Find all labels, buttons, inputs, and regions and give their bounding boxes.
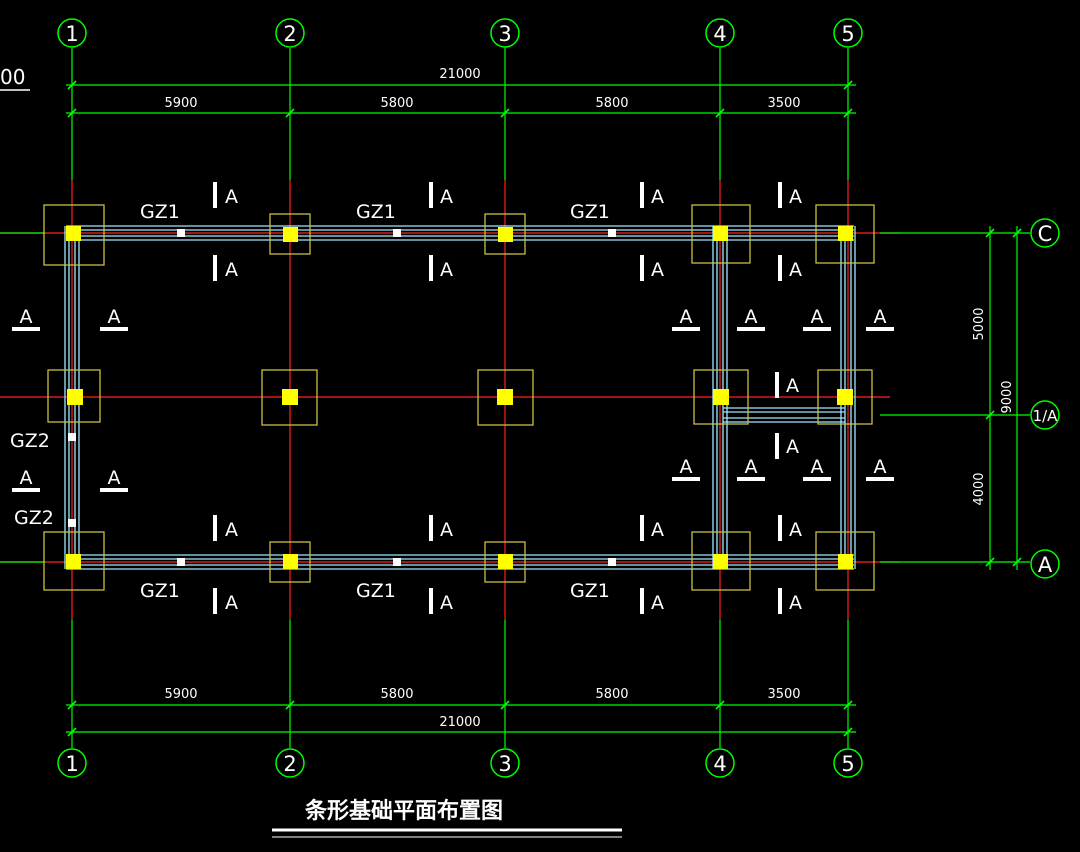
section-a-h6: A	[874, 306, 887, 328]
axis-label-3-top: 3	[498, 22, 511, 46]
gz1-label-bottom-2: GZ1	[356, 580, 396, 602]
section-a-h11: A	[811, 456, 824, 478]
gz1-label-top-3: GZ1	[570, 201, 610, 223]
section-a-v1: A	[225, 186, 238, 208]
gz1-label-top-2: GZ1	[356, 201, 396, 223]
section-a-h8: A	[108, 467, 121, 489]
section-a-v2: A	[440, 186, 453, 208]
dim-top-seg-3: 5800	[595, 96, 628, 111]
dim-right-total: 9000	[1000, 380, 1015, 413]
section-a-v18: A	[789, 592, 802, 614]
section-a-v11: A	[225, 519, 238, 541]
gz-columns	[68, 229, 616, 566]
section-a-v14: A	[789, 519, 802, 541]
section-a-v5: A	[225, 259, 238, 281]
dim-top-seg-2: 5800	[380, 96, 413, 111]
dimension-ticks	[67, 80, 1022, 737]
axis-label-5-top: 5	[841, 22, 854, 46]
axis-label-1-bottom: 1	[65, 752, 78, 776]
section-a-h1: A	[20, 306, 33, 328]
gz-labels: GZ1 GZ1 GZ1 GZ1 GZ1 GZ1 GZ2 GZ2	[10, 201, 610, 602]
section-a-h12: A	[874, 456, 887, 478]
gz1-label-bottom-1: GZ1	[140, 580, 180, 602]
section-a-h5: A	[811, 306, 824, 328]
gz1-label-bottom-3: GZ1	[570, 580, 610, 602]
dim-bottom-seg-4: 3500	[767, 687, 800, 702]
section-marks-horizontal: A A A A A A A A A A A A	[12, 306, 894, 492]
section-a-v13: A	[651, 519, 664, 541]
axis-label-5-bottom: 5	[841, 752, 854, 776]
axis-label-a: A	[1038, 553, 1053, 577]
section-a-v7: A	[651, 259, 664, 281]
section-a-h2: A	[108, 306, 121, 328]
section-a-v6: A	[440, 259, 453, 281]
axis-label-3-bottom: 3	[498, 752, 511, 776]
axis-label-1a: 1/A	[1033, 407, 1059, 425]
axis-label-2-bottom: 2	[283, 752, 296, 776]
dim-bottom-seg-1: 5900	[164, 687, 197, 702]
dim-top-seg-1: 5900	[164, 96, 197, 111]
section-a-v4: A	[789, 186, 802, 208]
axis-bubbles	[57, 18, 1060, 778]
section-a-v15: A	[225, 592, 238, 614]
gz2-label-2: GZ2	[14, 507, 54, 529]
section-a-h9: A	[680, 456, 693, 478]
dim-bottom-seg-2: 5800	[380, 687, 413, 702]
axis-label-1-top: 1	[65, 22, 78, 46]
section-a-v17: A	[651, 592, 664, 614]
axis-label-c: C	[1038, 222, 1053, 246]
section-a-v16: A	[440, 592, 453, 614]
axis-labels: 1 2 3 4 5 1 2 3 4 5 C 1/A A	[65, 22, 1058, 776]
section-a-v9: A	[786, 375, 799, 397]
dim-top-total: 21000	[439, 67, 480, 82]
dimension-texts: 21000 5900 5800 5800 3500 5900 5800 5800…	[164, 67, 1015, 730]
section-a-v10: A	[786, 436, 799, 458]
gz1-label-top-1: GZ1	[140, 201, 180, 223]
dim-right-seg-1: 5000	[972, 307, 987, 340]
axis-label-4-top: 4	[713, 22, 726, 46]
section-marks-vertical: A A A A A A A A A A A A A A A A A A	[213, 182, 802, 614]
dimension-lines	[0, 48, 1030, 748]
dim-top-seg-4: 3500	[767, 96, 800, 111]
independent-footings	[43, 204, 875, 591]
columns	[66, 226, 853, 569]
dim-right-seg-2: 4000	[972, 472, 987, 505]
partial-scale-label: 00	[0, 65, 25, 89]
drawing-title: 条形基础平面布置图	[304, 798, 503, 824]
section-a-v8: A	[789, 259, 802, 281]
dim-bottom-seg-3: 5800	[595, 687, 628, 702]
axis-label-4-bottom: 4	[713, 752, 726, 776]
section-a-v3: A	[651, 186, 664, 208]
axis-lines	[0, 180, 900, 620]
section-a-h10: A	[745, 456, 758, 478]
section-a-h7: A	[20, 467, 33, 489]
gz2-label-1: GZ2	[10, 430, 50, 452]
section-a-v12: A	[440, 519, 453, 541]
axis-label-2-top: 2	[283, 22, 296, 46]
strip-footing-walls	[64, 225, 856, 570]
section-a-h3: A	[680, 306, 693, 328]
dim-bottom-total: 21000	[439, 715, 480, 730]
section-a-h4: A	[745, 306, 758, 328]
